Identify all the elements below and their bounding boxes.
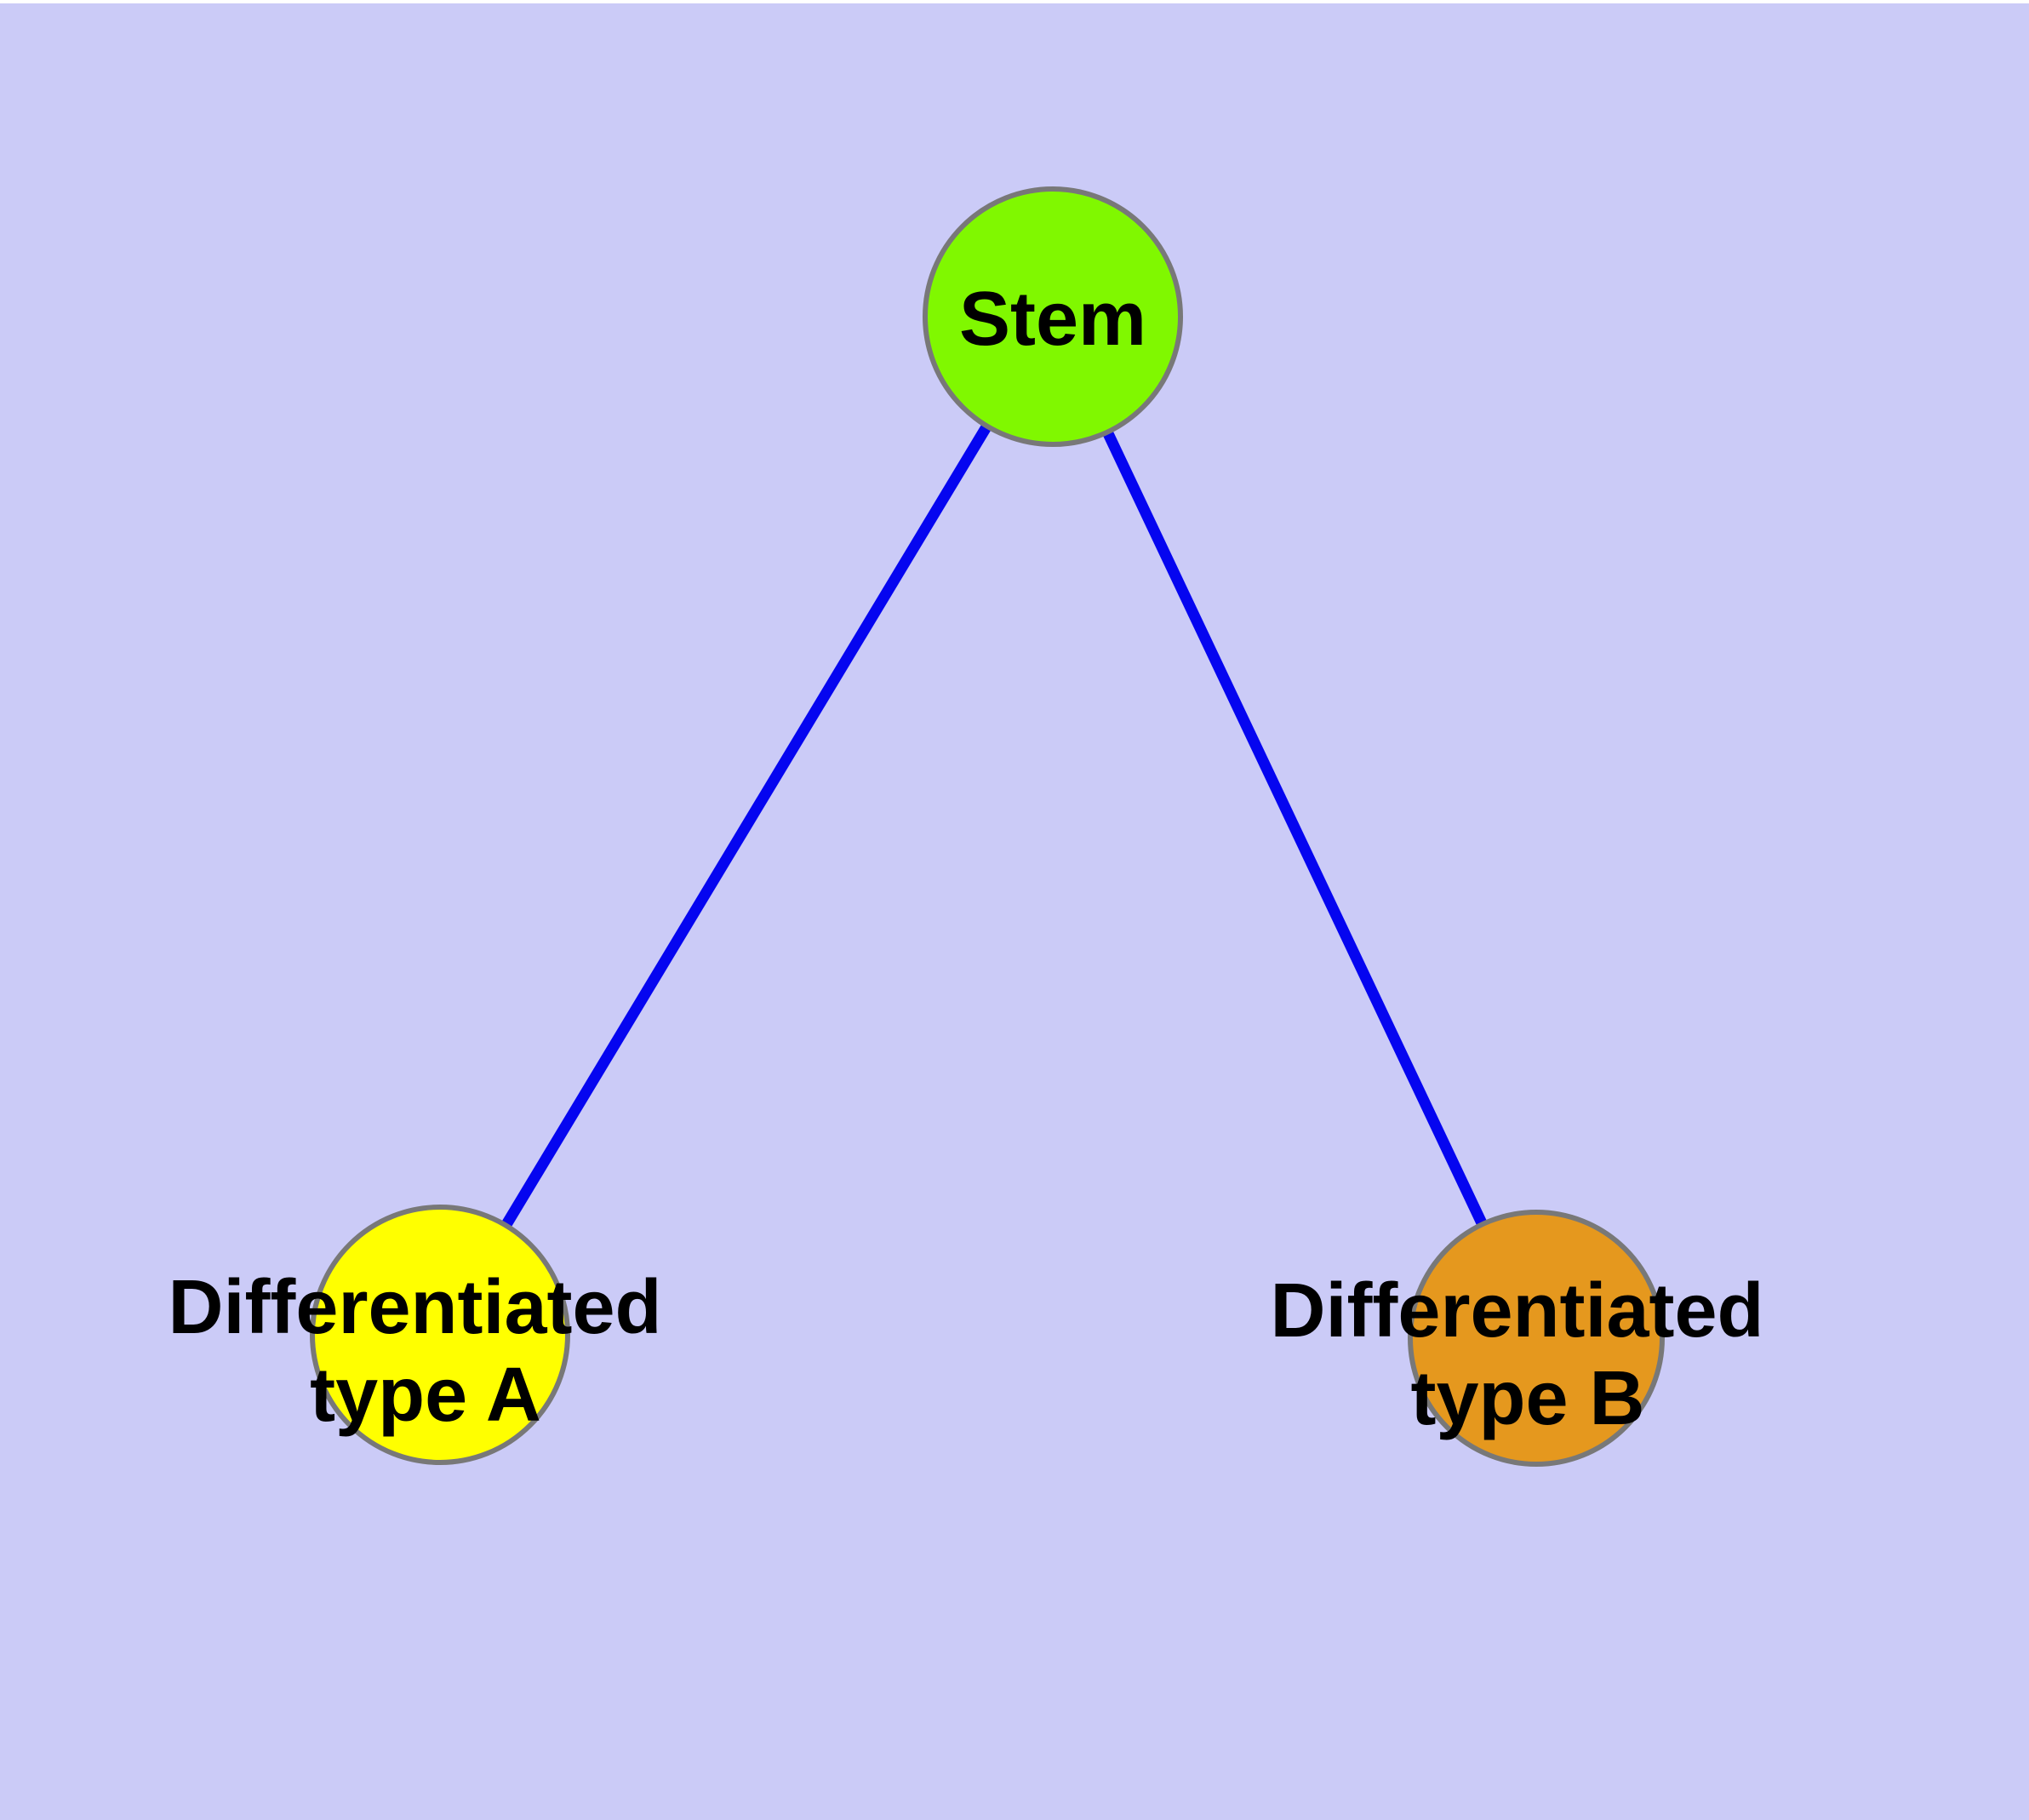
node-stem — [923, 186, 1183, 447]
node-differentiated-type-b-label: Differentiated type B — [1270, 1268, 1785, 1441]
node-stem-label-line: Stem — [959, 277, 1146, 362]
label-group: Stem Differentiated type A Differentiate… — [168, 277, 1785, 1441]
node-b-label-line-2: type B — [1410, 1356, 1644, 1441]
node-differentiated-type-a — [310, 1205, 570, 1465]
edge-stem-to-type-a — [435, 313, 1058, 1338]
node-a-label-line-1: Differentiated — [168, 1265, 661, 1350]
edge-stem-to-type-b — [1048, 314, 1541, 1341]
node-stem-label: Stem — [959, 277, 1146, 362]
node-group — [310, 186, 1665, 1467]
node-b-label-line-1: Differentiated — [1270, 1268, 1763, 1354]
node-differentiated-type-b — [1408, 1210, 1665, 1467]
node-differentiated-type-a-label: Differentiated type A — [168, 1265, 683, 1438]
edge-group — [435, 313, 1541, 1341]
node-a-label-line-2: type A — [310, 1353, 541, 1438]
